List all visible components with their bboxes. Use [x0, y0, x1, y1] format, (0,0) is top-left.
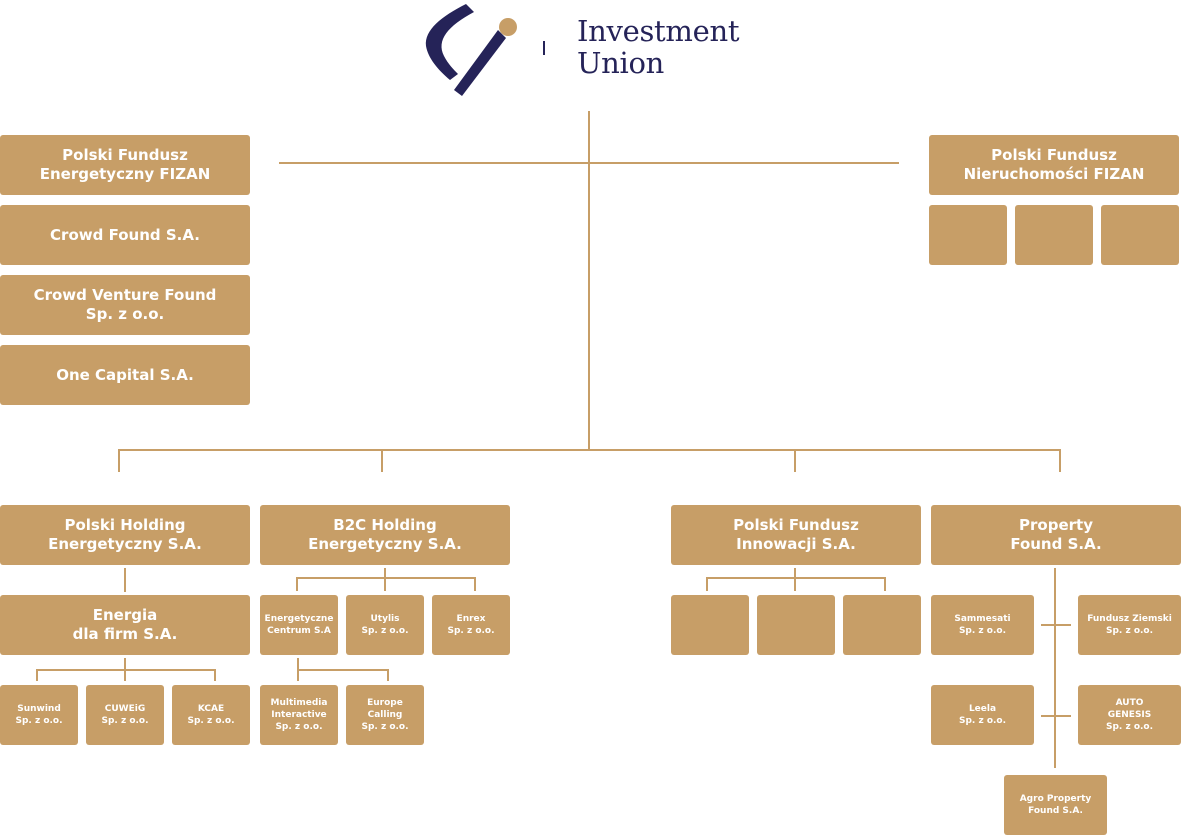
node-enrex: Enrex Sp. z o.o. [432, 595, 510, 655]
node-sunwind: Sunwind Sp. z o.o. [0, 685, 78, 745]
node-kcae: KCAE Sp. z o.o. [172, 685, 250, 745]
node-blank [843, 595, 921, 655]
node-pfn-fizan: Polski Fundusz Nieruchomości FIZAN [929, 135, 1179, 195]
node-phe: Polski Holding Energetyczny S.A. [0, 505, 250, 565]
node-crowd-venture-found: Crowd Venture Found Sp. z o.o. [0, 275, 250, 335]
node-energetyczne-centrum: Energetyczne Centrum S.A [260, 595, 338, 655]
node-energia-dla-firm: Energia dla firm S.A. [0, 595, 250, 655]
node-auto-genesis: AUTO GENESIS Sp. z o.o. [1078, 685, 1181, 745]
node-blank [929, 205, 1007, 265]
node-leela: Leela Sp. z o.o. [931, 685, 1034, 745]
node-pfi: Polski Fundusz Innowacji S.A. [671, 505, 921, 565]
node-europe-calling: Europe Calling Sp. z o.o. [346, 685, 424, 745]
node-blank [1015, 205, 1093, 265]
node-property-found: Property Found S.A. [931, 505, 1181, 565]
node-one-capital: One Capital S.A. [0, 345, 250, 405]
node-blank [671, 595, 749, 655]
node-crowd-found: Crowd Found S.A. [0, 205, 250, 265]
node-sammesati: Sammesati Sp. z o.o. [931, 595, 1034, 655]
node-blank [1101, 205, 1179, 265]
node-b2c-holding: B2C Holding Energetyczny S.A. [260, 505, 510, 565]
investment-union-logo-icon [425, 4, 517, 96]
node-blank [757, 595, 835, 655]
node-pfe-fizan: Polski Fundusz Energetyczny FIZAN [0, 135, 250, 195]
node-cuweig: CUWEiG Sp. z o.o. [86, 685, 164, 745]
brand-name: Investment Union [577, 14, 740, 80]
node-multimedia-interactive: Multimedia Interactive Sp. z o.o. [260, 685, 338, 745]
node-utylis: Utylis Sp. z o.o. [346, 595, 424, 655]
node-fundusz-ziemski: Fundusz Ziemski Sp. z o.o. [1078, 595, 1181, 655]
node-agro-property-found: Agro Property Found S.A. [1004, 775, 1107, 835]
logo-separator [543, 41, 545, 55]
